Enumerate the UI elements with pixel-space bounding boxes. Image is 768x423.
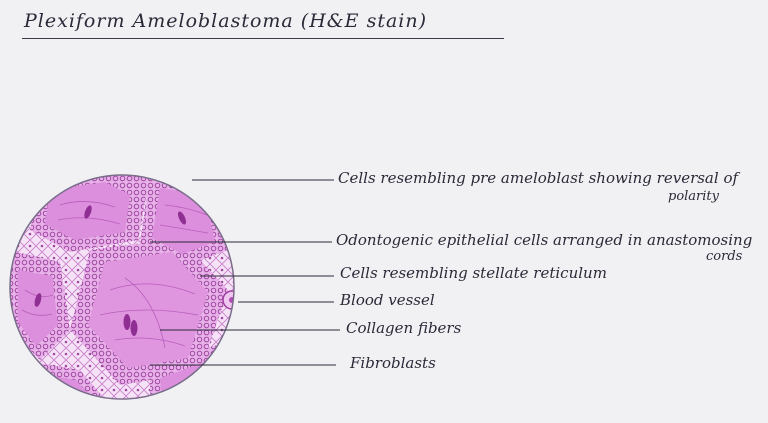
leader-lines (150, 179, 340, 366)
label-preameloblast-cont: polarity (668, 189, 719, 204)
label-preameloblast: Cells resembling pre ameloblast showing … (338, 169, 739, 187)
diagram-title: Plexiform Ameloblastoma (H&E stain) (24, 10, 428, 32)
label-collagen: Collagen fibers (346, 319, 462, 337)
label-blood-vessel: Blood vessel (340, 291, 435, 309)
label-stellate: Cells resembling stellate reticulum (340, 264, 607, 282)
label-odontogenic: Odontogenic epithelial cells arranged in… (336, 231, 753, 249)
tissue-section (10, 175, 234, 399)
field-of-view-outline (9, 174, 235, 400)
label-fibroblasts: Fibroblasts (350, 354, 436, 372)
title-underline (22, 38, 504, 39)
label-odontogenic-cont: cords (706, 249, 743, 264)
